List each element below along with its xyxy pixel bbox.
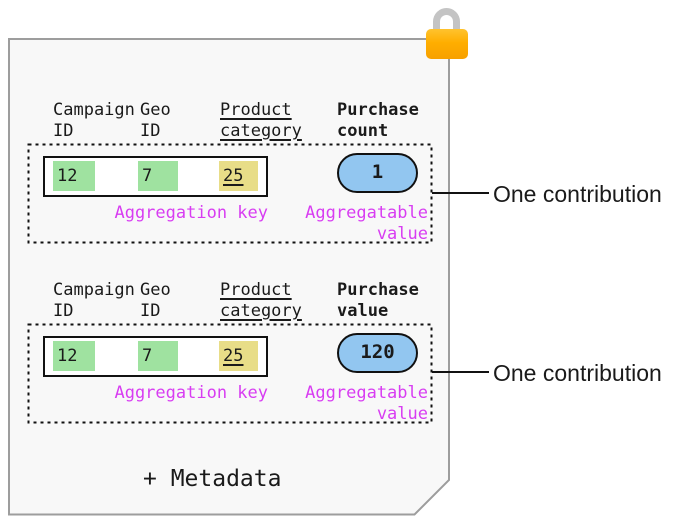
header-purchase-count: Purchase count bbox=[337, 100, 419, 141]
header-campaign-id: Campaign ID bbox=[53, 280, 135, 321]
aggregation-key-label: Aggregation key bbox=[114, 383, 268, 403]
header-product-category: Product category bbox=[220, 100, 302, 141]
contribution-box-2 bbox=[27, 323, 433, 424]
contribution-callout-1: One contribution bbox=[493, 181, 662, 207]
lock-shackle bbox=[433, 8, 460, 38]
key-cell-campaign-id: 12 bbox=[53, 341, 95, 371]
contribution-box-1 bbox=[27, 143, 433, 244]
aggregatable-value-label: Aggregatable value bbox=[305, 383, 428, 424]
key-cell-geo-id: 7 bbox=[138, 341, 178, 371]
lock-body bbox=[426, 29, 468, 59]
contribution-callout-2: One contribution bbox=[493, 360, 662, 386]
header-geo-id: Geo ID bbox=[140, 280, 171, 321]
header-geo-id: Geo ID bbox=[140, 100, 171, 141]
key-cell-product-category: 25 bbox=[219, 341, 258, 371]
aggregatable-value-bubble: 1 bbox=[337, 153, 418, 193]
header-product-category: Product category bbox=[220, 280, 302, 321]
metadata-footer: + Metadata bbox=[143, 466, 282, 492]
header-campaign-id: Campaign ID bbox=[53, 100, 135, 141]
key-cell-product-category: 25 bbox=[219, 161, 258, 191]
header-purchase-value: Purchase value bbox=[337, 280, 419, 321]
key-cell-geo-id: 7 bbox=[138, 161, 178, 191]
aggregation-key-label: Aggregation key bbox=[114, 203, 268, 223]
key-cell-campaign-id: 12 bbox=[53, 161, 95, 191]
aggregatable-value-label: Aggregatable value bbox=[305, 203, 428, 244]
aggregatable-value-bubble: 120 bbox=[337, 333, 418, 373]
